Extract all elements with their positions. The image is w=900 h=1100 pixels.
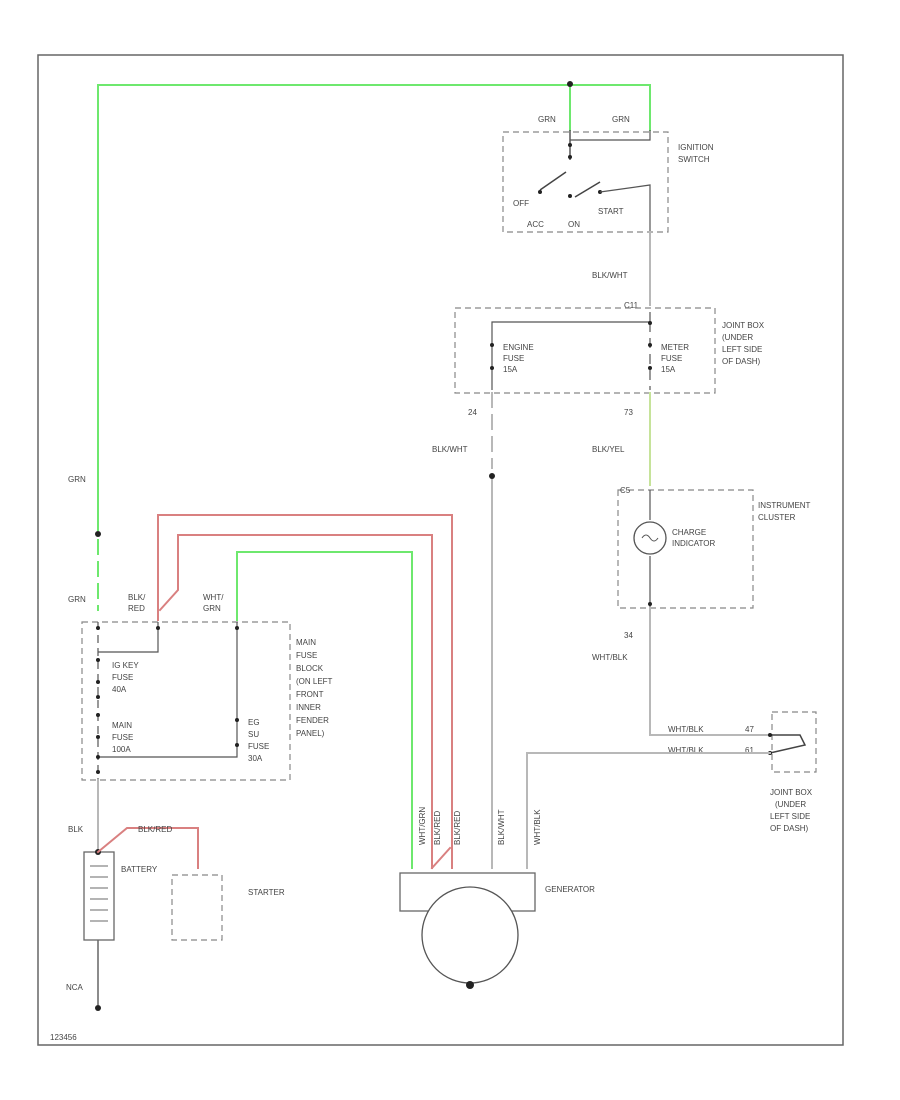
label-ig-key-fuse: IG KEY (112, 661, 139, 670)
label-meter-fuse: FUSE (661, 354, 682, 363)
label-wht-blk-vertical: WHT/BLK (533, 809, 542, 845)
wht-blk-wire-gen (526, 752, 771, 869)
label-connector-73: 73 (624, 408, 633, 417)
label-blk-wht: BLK/WHT (592, 271, 628, 280)
label-blk: BLK (68, 825, 84, 834)
label-blk-red-vertical: BLK/RED (453, 811, 462, 845)
red-wire-outer (157, 514, 453, 869)
generator-body (421, 886, 519, 984)
label-joint-box: (UNDER (722, 333, 753, 342)
label-ig-key-fuse: 40A (112, 685, 127, 694)
label-joint-box: (UNDER (775, 800, 806, 809)
diagram-code: 123456 (50, 1033, 77, 1042)
label-main-fuse: MAIN (112, 721, 132, 730)
label-main-fuse: FUSE (112, 733, 133, 742)
joint-box-fuses (454, 307, 716, 394)
label-wht-grn: WHT/ (203, 593, 224, 602)
label-connector-34: 34 (624, 631, 633, 640)
label-eg-su-fuse: FUSE (248, 742, 269, 751)
wht-blk-wire (649, 607, 771, 736)
label-engine-fuse: FUSE (503, 354, 524, 363)
label-joint-box: JOINT BOX (722, 321, 765, 330)
junction-top (567, 81, 573, 87)
label-main-fuse-block: INNER (296, 703, 321, 712)
label-main-fuse-block: BLOCK (296, 664, 324, 673)
label-on: ON (568, 220, 580, 229)
grn-wire-gen (236, 551, 413, 869)
label-charge-indicator: INDICATOR (672, 539, 715, 548)
label-blk-red: BLK/ (128, 593, 146, 602)
main-fuse-block (81, 621, 291, 781)
label-connector-61: 61 (745, 746, 754, 755)
label-joint-box: OF DASH) (770, 824, 809, 833)
ign-bridge (570, 130, 651, 141)
battery (83, 851, 115, 941)
label-grn: GRN (68, 595, 86, 604)
label-connector-47: 47 (745, 725, 754, 734)
label-connector-c5: C5 (620, 486, 631, 495)
label-main-fuse-block: (ON LEFT (296, 677, 333, 686)
label-main-fuse-block: FENDER (296, 716, 329, 725)
label-blk-wht: BLK/WHT (432, 445, 468, 454)
label-ignition-switch: SWITCH (678, 155, 710, 164)
label-wht-grn: GRN (203, 604, 221, 613)
label-battery: BATTERY (121, 865, 158, 874)
label-blk-red: RED (128, 604, 145, 613)
label-off: OFF (513, 199, 529, 208)
label-grn: GRN (612, 115, 630, 124)
label-grn: GRN (538, 115, 556, 124)
label-connector-24: 24 (468, 408, 477, 417)
label-ig-key-fuse: FUSE (112, 673, 133, 682)
label-main-fuse-block: FUSE (296, 651, 317, 660)
label-blk-yel: BLK/YEL (592, 445, 625, 454)
label-eg-su-fuse: EG (248, 718, 260, 727)
label-ground: NCA (66, 983, 84, 992)
label-blk-red: BLK/RED (138, 825, 172, 834)
instrument-cluster-box (617, 489, 754, 609)
label-main-fuse-block: FRONT (296, 690, 324, 699)
label-wht-blk: WHT/BLK (668, 725, 704, 734)
diagram-frame (37, 54, 844, 1046)
red-wire-inner (158, 534, 433, 869)
label-joint-box: LEFT SIDE (722, 345, 762, 354)
label-meter-fuse: 15A (661, 365, 676, 374)
label-starter: STARTER (248, 888, 285, 897)
junction-grn-left (95, 531, 101, 537)
label-eg-su-fuse: 30A (248, 754, 263, 763)
label-eg-su-fuse: SU (248, 730, 259, 739)
label-start: START (598, 207, 624, 216)
label-joint-box: LEFT SIDE (770, 812, 810, 821)
ignition-switch-box (502, 131, 669, 233)
label-charge-indicator: CHARGE (672, 528, 706, 537)
label-blk-red-vertical: BLK/RED (433, 811, 442, 845)
ground-point (95, 1005, 101, 1011)
label-meter-fuse: METER (661, 343, 689, 352)
label-wht-grn-vertical: WHT/GRN (418, 807, 427, 845)
label-wht-blk: WHT/BLK (668, 746, 704, 755)
label-wht-blk: WHT/BLK (592, 653, 628, 662)
label-grn: GRN (68, 475, 86, 484)
label-ignition-switch: IGNITION (678, 143, 714, 152)
label-instrument-cluster: CLUSTER (758, 513, 796, 522)
label-engine-fuse: 15A (503, 365, 518, 374)
label-main-fuse: 100A (112, 745, 131, 754)
joint-box-2 (771, 711, 817, 773)
grn-wire-top (97, 84, 651, 531)
starter-box (171, 874, 223, 941)
generator-ground (466, 981, 474, 989)
label-joint-box: OF DASH) (722, 357, 761, 366)
label-joint-box: JOINT BOX (770, 788, 813, 797)
label-connector-c11: C11 (624, 301, 639, 310)
label-generator: GENERATOR (545, 885, 595, 894)
label-acc: ACC (527, 220, 544, 229)
label-main-fuse-block: MAIN (296, 638, 316, 647)
label-main-fuse-block: PANEL) (296, 729, 325, 738)
label-blk-wht-vertical: BLK/WHT (497, 809, 506, 845)
charge-indicator-lamp (633, 521, 667, 555)
blk-red-battery-wire (96, 827, 199, 869)
label-instrument-cluster: INSTRUMENT (758, 501, 811, 510)
label-engine-fuse: ENGINE (503, 343, 534, 352)
